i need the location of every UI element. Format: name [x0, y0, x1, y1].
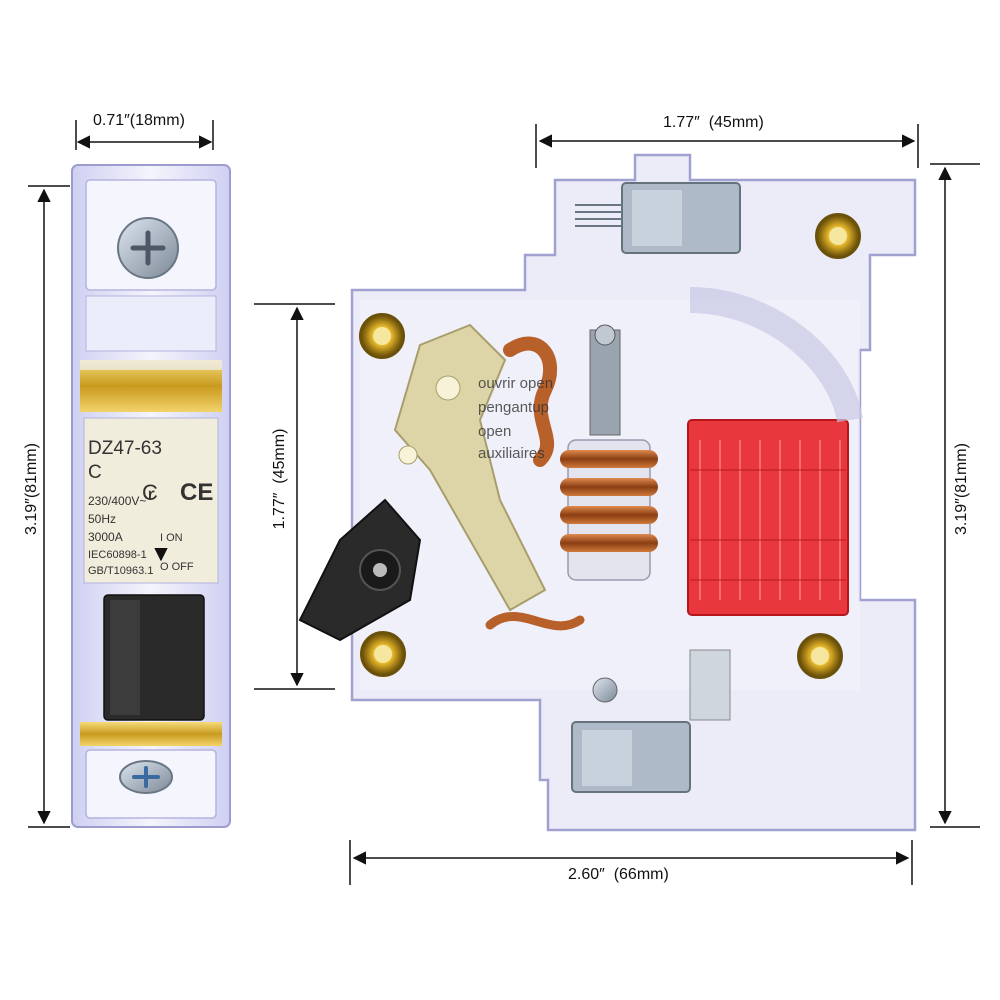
cert-mark: ₢ [142, 480, 158, 505]
side-inner-height-label: 1.77″ (45mm) [271, 428, 288, 530]
front-switch-on: I ON [160, 532, 183, 544]
side-view: ouvrir open pengantup open auxiliaires [298, 153, 917, 832]
front-curve-text: C [88, 462, 102, 483]
front-height-label: 3.19″(81mm) [23, 443, 40, 535]
front-view: DZ47-63 C CE ₢ 230/400V~ 50Hz 3000A IEC6… [71, 164, 231, 828]
copper-braid [503, 336, 557, 467]
housing-print-4: auxiliaires [478, 445, 545, 462]
housing-print-3: open [478, 423, 511, 440]
side-height-label: 3.19″(81mm) [953, 443, 970, 535]
front-width-label: 0.71″(18mm) [93, 112, 185, 129]
side-top-width-label: 1.77″ (45mm) [663, 114, 764, 131]
front-rating-3: 3000A [88, 530, 123, 544]
front-switch-off: O OFF [160, 561, 194, 573]
trip-lever [393, 323, 547, 612]
housing-print-2: pengantup [478, 399, 549, 416]
front-rating-2: 50Hz [88, 512, 116, 526]
front-standard-1: IEC60898-1 [88, 549, 147, 561]
front-standard-2: GB/T10963.1 [88, 565, 153, 577]
ce-mark: CE [180, 479, 213, 506]
dimension-lines [28, 120, 980, 885]
housing-print: ouvrir open [478, 375, 553, 392]
front-rating-1: 230/400V~ [88, 494, 146, 508]
arc-chute [687, 419, 849, 616]
side-bottom-width-label: 2.60″ (66mm) [568, 866, 669, 883]
solenoid-coil [560, 324, 658, 581]
front-model-text: DZ47-63 [88, 438, 162, 459]
